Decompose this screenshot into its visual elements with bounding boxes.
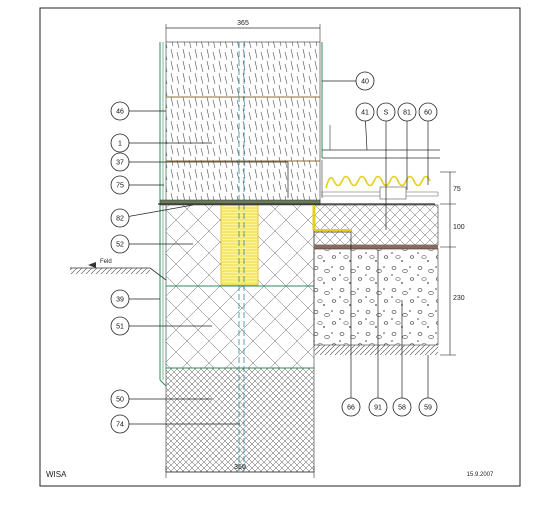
bottom-dimension: 350 (234, 464, 246, 471)
callout-label: 74 (116, 422, 124, 429)
callout-circle (418, 397, 438, 417)
callout-bottom-58: 58 (392, 300, 412, 417)
callout-top-41: 41 (355, 102, 375, 151)
callout-leader (314, 231, 352, 407)
callout-top-S: S (376, 102, 396, 230)
callout-left-52: 52 (110, 234, 193, 254)
callout-leader (120, 161, 289, 198)
callout-circle (110, 234, 130, 254)
footer-left-label: WISA (46, 470, 67, 479)
callout-circle (355, 71, 375, 91)
screed-layer (313, 204, 439, 246)
callout-left-75: 75 (110, 175, 164, 195)
callout-leader (119, 204, 194, 219)
callout-circle (341, 397, 361, 417)
foundation-middle (165, 285, 315, 369)
render-line-bend (159, 379, 167, 387)
callout-circle (110, 414, 130, 434)
callout-circle (110, 133, 130, 153)
callout-top-40: 40 (322, 71, 375, 91)
callout-circle (110, 152, 130, 172)
callout-label: 50 (116, 397, 124, 404)
callout-circle (355, 102, 375, 122)
callout-circle (110, 175, 130, 195)
ground-under-slab (314, 345, 438, 355)
callout-left-39: 39 (110, 289, 160, 309)
callout-left-82: 82 (110, 204, 194, 228)
callout-label: 51 (116, 324, 124, 331)
callout-label: 60 (424, 110, 432, 117)
callout-circle (392, 397, 412, 417)
callout-circle (110, 208, 130, 228)
callout-top-60: 60 (418, 102, 438, 185)
callout-label: 46 (116, 109, 124, 116)
callout-label: 39 (116, 297, 124, 304)
callout-circle (368, 397, 388, 417)
callout-circle (110, 289, 130, 309)
callout-left-74: 74 (110, 414, 240, 434)
callout-left-37: 37 (110, 152, 289, 198)
callout-label: 82 (116, 216, 124, 223)
footing-bottom (165, 367, 315, 473)
callout-label: 59 (424, 405, 432, 412)
callout-label: S (384, 110, 389, 117)
callout-circle (397, 102, 417, 122)
footer-date: 15.9.2007 (467, 472, 494, 478)
callout-circle (418, 102, 438, 122)
insulation-column-lines (222, 207, 257, 284)
callout-label: 1 (118, 141, 122, 148)
callout-bottom-66: 66 (314, 231, 361, 417)
ground-label: Feld (100, 259, 112, 265)
ground-hatch (70, 268, 150, 274)
right-dimension-100: 100 (453, 224, 465, 231)
ground-slope (149, 267, 167, 281)
callout-bottom-91: 91 (368, 250, 388, 417)
floor-joist (379, 186, 407, 200)
callout-circle (110, 316, 130, 336)
gravel-fill (313, 248, 439, 346)
top-dimension: 365 (237, 20, 249, 27)
callout-left-46: 46 (110, 101, 166, 121)
callout-label: 52 (116, 242, 124, 249)
floor-slab (314, 245, 438, 249)
callouts: 46 1 37 75 82 52 39 51 50 74 40 41 S 81 60 66 91 58 59 (110, 71, 438, 434)
callout-label: 91 (374, 405, 382, 412)
wall-wood-section (165, 41, 321, 205)
callout-label: 37 (116, 160, 124, 167)
callout-label: 75 (116, 183, 124, 190)
floor-insulation-wave (325, 175, 431, 189)
callout-label: 81 (403, 110, 411, 117)
callout-label: 40 (361, 79, 369, 86)
callout-bottom-59: 59 (418, 355, 438, 417)
callout-left-50: 50 (110, 389, 212, 409)
callout-left-1: 1 (110, 133, 212, 153)
callout-label: 66 (347, 405, 355, 412)
right-dimension-230: 230 (453, 295, 465, 302)
callout-top-81: 81 (397, 102, 417, 190)
sill-plate (159, 199, 321, 206)
callout-label: 58 (398, 405, 406, 412)
drawing-frame (39, 7, 521, 487)
callout-circle (376, 102, 396, 122)
ground-arrow (88, 262, 96, 268)
callout-left-51: 51 (110, 316, 212, 336)
callout-label: 41 (361, 110, 369, 117)
right-dimension-75: 75 (453, 186, 461, 193)
callout-circle (110, 101, 130, 121)
callout-circle (110, 389, 130, 409)
